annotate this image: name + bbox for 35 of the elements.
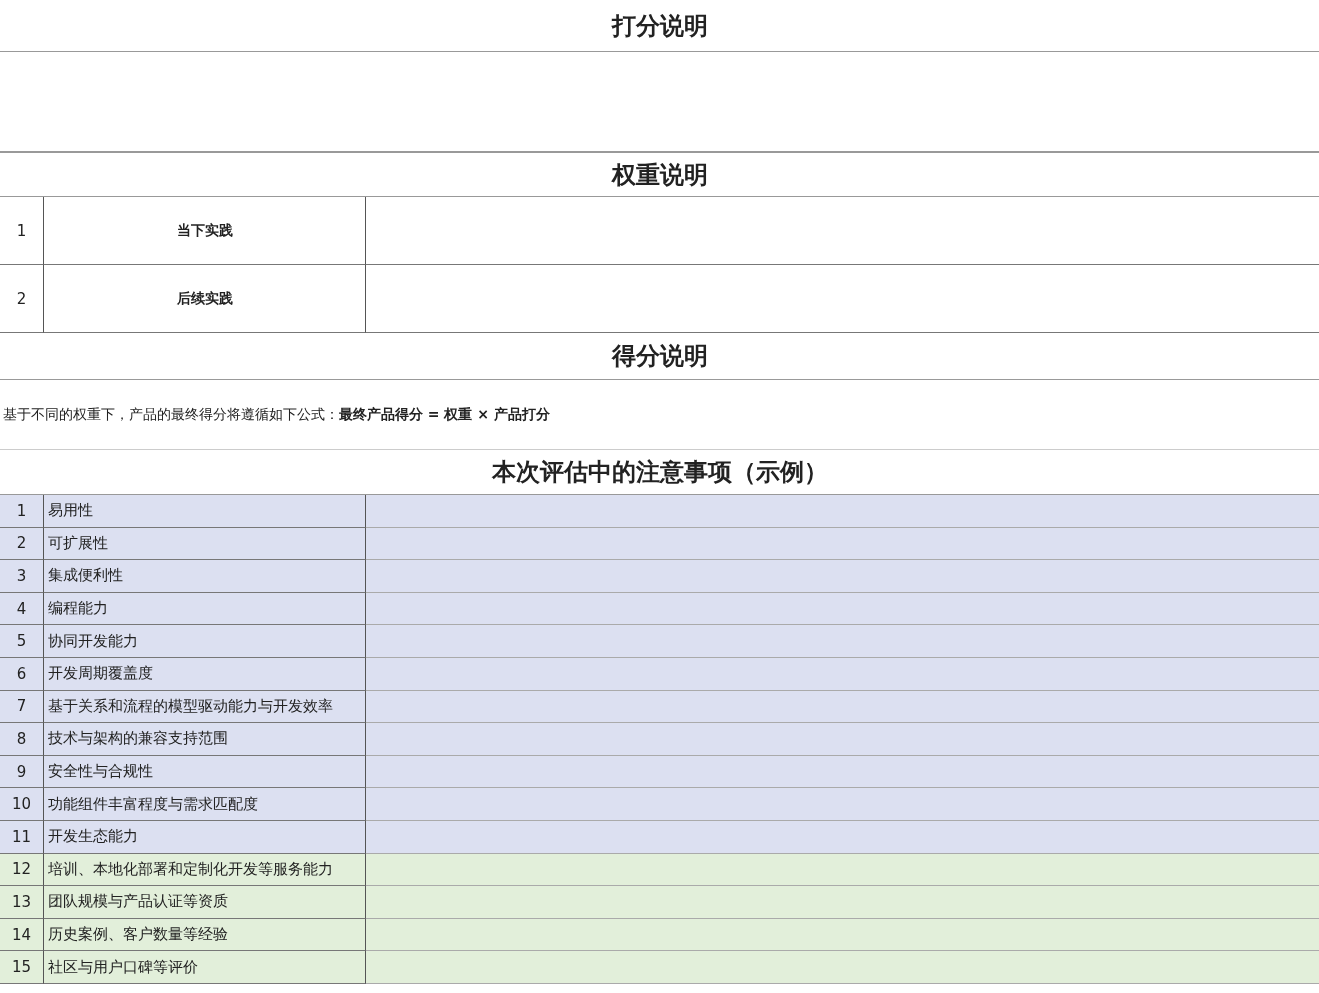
criterion-cell: 集成便利性 xyxy=(44,560,366,593)
number-cell: 3 xyxy=(0,560,44,593)
number-cell: 7 xyxy=(0,690,44,724)
criterion-cell: 可扩展性 xyxy=(44,527,366,561)
number-cell: 2 xyxy=(0,265,44,333)
number-cell: 2 xyxy=(0,527,44,561)
number-cell: 10 xyxy=(0,788,44,821)
criterion-cell: 团队规模与产品认证等资质 xyxy=(44,886,366,919)
number-cell: 6 xyxy=(0,658,44,691)
number-cell: 15 xyxy=(0,951,44,984)
criterion-cell: 培训、本地化部署和定制化开发等服务能力 xyxy=(44,853,366,887)
weight-name-cell: 当下实践 xyxy=(44,197,366,265)
criterion-cell: 基于关系和流程的模型驱动能力与开发效率 xyxy=(44,690,366,724)
criterion-cell: 开发生态能力 xyxy=(44,821,366,854)
number-cell: 13 xyxy=(0,886,44,919)
criterion-cell: 开发周期覆盖度 xyxy=(44,658,366,691)
weight-name-cell: 后续实践 xyxy=(44,265,366,333)
number-cell: 1 xyxy=(0,495,44,528)
criterion-cell: 编程能力 xyxy=(44,592,366,626)
criterion-cell: 协同开发能力 xyxy=(44,625,366,658)
criterion-cell: 易用性 xyxy=(44,495,366,528)
number-cell: 9 xyxy=(0,755,44,789)
criterion-cell: 技术与架构的兼容支持范围 xyxy=(44,723,366,756)
criterion-cell: 历史案例、客户数量等经验 xyxy=(44,918,366,952)
criterion-cell: 功能组件丰富程度与需求匹配度 xyxy=(44,788,366,821)
section-heading: 权重说明 xyxy=(0,152,1319,197)
number-cell: 8 xyxy=(0,723,44,756)
criterion-cell: 安全性与合规性 xyxy=(44,755,366,789)
criterion-cell: 社区与用户口碑等评价 xyxy=(44,951,366,984)
number-cell: 4 xyxy=(0,592,44,626)
number-cell: 11 xyxy=(0,821,44,854)
number-cell: 12 xyxy=(0,853,44,887)
number-cell: 5 xyxy=(0,625,44,658)
number-cell: 1 xyxy=(0,197,44,265)
number-cell: 14 xyxy=(0,918,44,952)
